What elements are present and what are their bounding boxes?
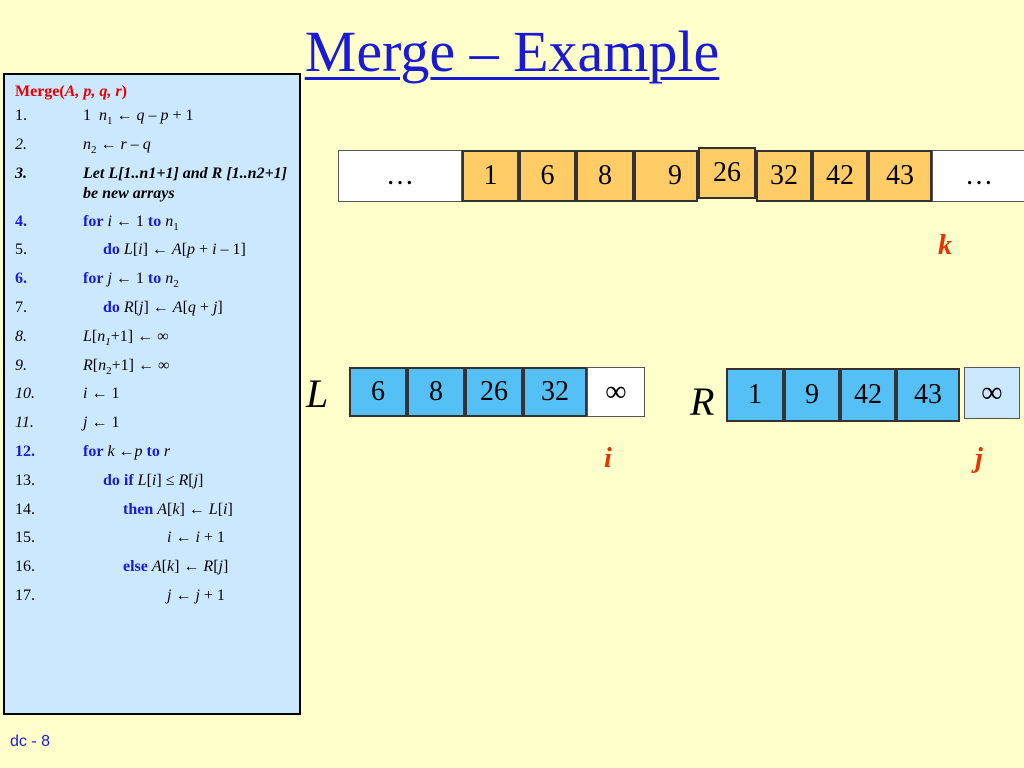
algo-line-11: 11. j ← 1 bbox=[15, 414, 120, 432]
algo-line-17: 17. j ← j + 1 bbox=[15, 586, 225, 604]
array-a-cell: 8 bbox=[576, 150, 634, 202]
array-r-cell: 43 bbox=[896, 368, 960, 422]
array-a-right-ellipsis: … bbox=[932, 150, 1024, 202]
pointer-i: i bbox=[604, 443, 612, 474]
array-a-cell: 42 bbox=[812, 150, 868, 202]
algo-line-1: 1. 1 n1 ← q – p + 1 bbox=[15, 107, 194, 128]
algo-line-16: 16. else A[k] ← R[j] bbox=[15, 558, 229, 576]
array-l: 6 8 26 32 ∞ bbox=[349, 367, 645, 417]
algo-line-5: 5. do L[i] ← A[p + i – 1] bbox=[15, 241, 246, 259]
algo-line-4: 4. for i ← 1 to n1 bbox=[15, 212, 179, 233]
algo-line-8: 8. L[n1+1] ← ∞ bbox=[15, 327, 169, 348]
array-a-cell: 26 bbox=[698, 147, 756, 199]
algo-line-15: 15. i ← i + 1 bbox=[15, 529, 225, 547]
array-a-left-ellipsis: … bbox=[338, 150, 462, 202]
algorithm-panel: Merge(A, p, q, r) 1. 1 n1 ← q – p + 1 2.… bbox=[3, 73, 301, 715]
algo-line-9: 9. R[n2+1] ← ∞ bbox=[15, 356, 170, 377]
array-r-cell: 1 bbox=[726, 368, 784, 422]
algo-line-10: 10. i ← 1 bbox=[15, 385, 120, 403]
array-l-cell: 8 bbox=[407, 367, 465, 417]
array-r-cell: 9 bbox=[784, 368, 840, 422]
slide-footer: dc - 8 bbox=[10, 733, 51, 750]
array-a-cell: 6 bbox=[519, 150, 576, 202]
array-r: 1 9 42 43 bbox=[726, 368, 960, 422]
pointer-k: k bbox=[938, 230, 952, 261]
array-a-cell: 9 bbox=[634, 150, 698, 202]
array-a-cell: 43 bbox=[868, 150, 932, 202]
slide-title: Merge – Example bbox=[304, 19, 720, 84]
array-l-cell: 32 bbox=[523, 367, 587, 417]
array-r-sentinel: ∞ bbox=[964, 367, 1020, 419]
array-r-label: R bbox=[690, 379, 715, 424]
array-l-sentinel: ∞ bbox=[587, 367, 645, 417]
pointer-j: j bbox=[975, 443, 983, 474]
array-l-cell: 6 bbox=[349, 367, 407, 417]
array-a-cell: 32 bbox=[756, 150, 812, 202]
algo-line-14: 14. then A[k] ← L[i] bbox=[15, 500, 233, 518]
array-r-cell: 42 bbox=[840, 368, 896, 422]
algo-line-6: 6. for j ← 1 to n2 bbox=[15, 270, 179, 291]
algo-line-2: 2. n2 ← r – q bbox=[15, 135, 151, 156]
algo-line-13: 13. do if L[i] ≤ R[j] bbox=[15, 471, 204, 489]
array-l-cell: 26 bbox=[465, 367, 523, 417]
algo-line-7: 7. do R[j] ← A[q + j] bbox=[15, 298, 223, 316]
array-a: … 1 6 8 9 26 32 42 43 … bbox=[338, 147, 1024, 202]
array-a-cell: 1 bbox=[462, 150, 519, 202]
algo-line-12: 12. for k ←p to r bbox=[15, 442, 171, 460]
algo-line-3: 3. Let L[1..n1+1] and R [1..n2+1] be new… bbox=[15, 164, 288, 202]
algorithm-header: Merge(A, p, q, r) bbox=[15, 83, 127, 100]
array-l-label: L bbox=[306, 371, 329, 416]
